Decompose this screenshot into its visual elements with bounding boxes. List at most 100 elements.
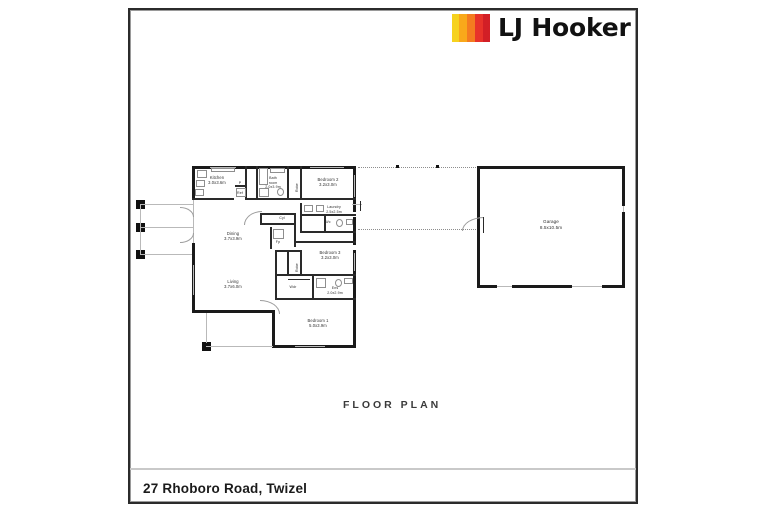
cyl-text: Cyl [279, 216, 285, 220]
house-wall-bedroom1-left [272, 310, 275, 348]
brand-bar-3 [467, 14, 475, 42]
bath-tub-fixture [259, 168, 268, 185]
shower-fixture [259, 188, 269, 197]
window-bedroom3-east [354, 253, 355, 271]
partition-bedroom3-hall-left [275, 250, 301, 252]
robe-bed2-text: Robe [295, 183, 299, 192]
kitchen-sink-fixture [197, 170, 207, 178]
window-bedroom2-north [310, 167, 344, 168]
house-wall-top [192, 166, 356, 169]
page-title: FLOOR PLAN [343, 399, 442, 411]
partition-laundry-bottom [300, 214, 356, 216]
robe-bed3-text: Robe [295, 263, 299, 272]
window-kitchen-north [210, 167, 236, 168]
washer-fixture [316, 205, 324, 212]
label-wc: Wc [325, 220, 330, 225]
laundry-door-opening [352, 204, 362, 205]
brand-bar-4 [475, 14, 483, 42]
partition-hall-right [294, 213, 296, 247]
living-name: Living [227, 279, 239, 284]
garage-wall-bottom-left [477, 285, 497, 288]
garage-window-right [623, 206, 624, 212]
footer-divider [130, 468, 636, 470]
bathroom-name: Bath [269, 176, 277, 180]
partition-pantry [235, 185, 247, 187]
bathroom-name-2: room [268, 180, 278, 185]
wc-text: Wc [325, 220, 331, 224]
window-bedroom2-east [354, 175, 355, 197]
label-pantry: P [239, 181, 242, 186]
document-frame [128, 8, 638, 504]
room-label-ensuite: Ens 2.0x2.9m [327, 286, 343, 295]
laundry-dimensions: 2.5x2.5m [326, 209, 342, 214]
partition-bath-bottom [245, 198, 300, 200]
partition-robe-bed2-right [300, 166, 302, 200]
house-wall-bottom-left [192, 310, 275, 313]
partition-ens-bottom [275, 298, 356, 300]
partition-cyl-top [260, 213, 296, 215]
bedroom1-name: Bedroom 1 [307, 318, 329, 323]
kitchen-name: Kitchen [209, 175, 225, 180]
partition-bedroom2-bottom [300, 198, 356, 200]
house-wall-left-upper [192, 166, 195, 200]
kitchen-hob-fixture [196, 180, 205, 187]
ens-toilet-fixture [335, 279, 342, 287]
dining-slider-swing [180, 207, 194, 217]
room-label-bathroom: Bath room 2.0x3.9m [265, 176, 281, 190]
bedroom2-dimensions: 3.2x3.0m [319, 182, 337, 188]
kitchen-island-fixture [195, 189, 204, 196]
wdr-text: Wdr [289, 285, 297, 289]
lj-hooker-bars-icon [452, 14, 490, 42]
window-bedroom1-south [295, 346, 325, 347]
garage-wall-right-upper [622, 166, 625, 206]
ens-shower-fixture [316, 278, 326, 288]
partition-laundry-left [300, 203, 302, 215]
partition-kitchen-right [245, 166, 247, 199]
site-boundary-top [358, 167, 476, 168]
boundary-marker-2 [436, 165, 439, 168]
lj-hooker-logo: LJ Hooker [452, 14, 631, 42]
deck-rail-mid [140, 227, 193, 228]
brand-bar-2 [459, 14, 467, 42]
bath-vanity-fixture [270, 168, 285, 173]
window-dining-left [193, 200, 194, 243]
wc-toilet-fixture [336, 219, 343, 227]
partition-kitchen-bottom [192, 198, 234, 200]
garage-name: Garage [543, 219, 559, 224]
brand-bar-5 [483, 14, 490, 42]
room-label-dining: Dining 3.7x3.9m [224, 231, 242, 241]
deck-rail-vertical [140, 204, 141, 254]
porch-rail-vertical [206, 313, 207, 343]
fireplace-fixture [273, 229, 284, 239]
property-address: 27 Rhoboro Road, Twizel [143, 481, 308, 496]
ens-vanity-fixture [344, 278, 353, 284]
garage-pedestrian-door-leaf [483, 217, 485, 233]
partition-bedroom3-top [296, 241, 356, 243]
bedroom1-dimensions: 5.0x3.9m [309, 323, 327, 329]
dining-dimensions: 3.7x3.9m [224, 236, 242, 242]
laundry-exterior-door [360, 201, 362, 211]
ref-text: Ref [237, 191, 243, 195]
partition-bedroom3-bottom [275, 274, 356, 276]
floorplan-drawing: Kitchen 3.0x3.6m Bath room 2.0x3.9m Bedr… [132, 155, 632, 365]
living-dimensions: 3.7x6.0m [224, 284, 242, 290]
window-living-west [193, 265, 194, 295]
site-boundary-mid [358, 229, 476, 230]
garage-door-opening-1 [497, 286, 512, 287]
toilet-fixture [277, 188, 284, 196]
porch-rail-horizontal [206, 346, 273, 347]
partition-bath-left [256, 166, 258, 200]
garage-wall-right-lower [622, 212, 625, 288]
wc-basin-fixture [346, 219, 353, 225]
partition-wdr-inner [288, 279, 310, 281]
brand-name: LJ Hooker [498, 13, 631, 42]
label-fp: Fp [276, 240, 280, 245]
ensuite-name: Ens [331, 286, 339, 290]
room-label-laundry: Laundry 2.5x2.5m [326, 205, 342, 214]
deck-rail-bottom [140, 254, 193, 255]
garage-door-pier-2 [602, 285, 625, 288]
room-label-garage: Garage 8.5x10.5m [540, 219, 562, 231]
garage-wall-top [477, 166, 625, 169]
garage-door-opening-2 [572, 286, 602, 287]
